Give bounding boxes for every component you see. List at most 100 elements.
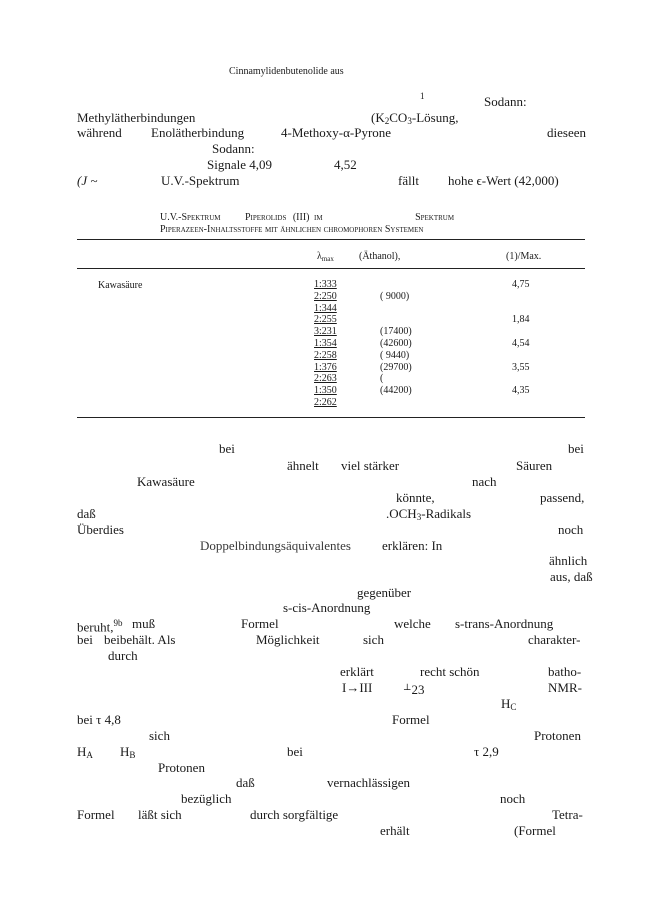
text-fragment: ⊥23 (403, 682, 425, 697)
epsilon-cell: ( (380, 373, 384, 385)
text-fragment: nach (472, 474, 497, 489)
text-fragment: durch sorgfältige (250, 807, 339, 822)
table-row-label: Kawasäure (98, 280, 143, 291)
text-fragment: Protonen (534, 728, 581, 743)
text-fragment: bezüglich (181, 791, 232, 806)
running-header: Cinnamylidenbutenolide aus (229, 66, 344, 77)
text-fragment: daß (236, 775, 255, 790)
text-fragment: hohe ϵ-Wert (42,000) (448, 173, 559, 188)
text-fragment: U.V.-Spektrum (161, 173, 240, 188)
ratio-cell: 1,84 (512, 314, 530, 326)
text-fragment: ähnlich (549, 553, 588, 568)
ratio-cell: 4,54 (512, 338, 530, 349)
lambda-cell: 2:255 (314, 314, 337, 326)
text-fragment: bei (219, 441, 235, 456)
text-fragment: welche (394, 616, 431, 631)
text-fragment: aus, daß (550, 569, 593, 584)
text-fragment: erhält (380, 823, 410, 838)
ratio-cell: 4,75 (512, 279, 530, 290)
text-fragment: ähnelt (287, 458, 319, 473)
text-fragment: läßt sich (138, 807, 182, 822)
text-fragment: Überdies (77, 522, 124, 537)
text-fragment: bei (568, 441, 584, 456)
col-header-lambda: λmax (317, 251, 334, 263)
text-fragment: Kawasäure (137, 474, 195, 489)
lambda-cell: 2:263 (314, 373, 337, 385)
formula-och3: .OCH3-Radikals (386, 506, 472, 522)
lambda-cell: 1:354 (314, 338, 337, 349)
text-fragment: bei (287, 744, 303, 759)
text-fragment: Sodann: (212, 141, 255, 156)
text-fragment: Formel (241, 616, 279, 631)
table-caption-line-2: Piperazeen-Inhaltsstoffe mit ähnlichen c… (160, 224, 424, 235)
text-fragment: Formel (392, 712, 430, 727)
text-fragment: noch (500, 791, 526, 806)
text-fragment: bei τ 4,8 (77, 712, 121, 727)
text-fragment: sich (363, 632, 384, 647)
lambda-cell: 2:258 (314, 349, 337, 361)
formula-k2co3: (K2CO3-Lösung, (371, 110, 459, 126)
table-bottom-rule (77, 417, 585, 418)
lambda-cell: 1:350 (314, 385, 337, 397)
text-fragment: 4-Methoxy-α-Pyrone (281, 125, 392, 140)
text-fragment: τ 2,9 (474, 744, 499, 759)
text-fragment: Methylätherbindungen (77, 110, 196, 125)
text-fragment: (J ~ (77, 173, 98, 188)
lambda-cell: 3:231 (314, 326, 337, 338)
col-header-ratio: (1)/Max. (506, 251, 542, 262)
text-fragment: Formel (77, 807, 115, 822)
lambda-cell: 2:250 (314, 290, 337, 302)
text-fragment: NMR- (548, 680, 582, 695)
text-fragment: könnte, (396, 490, 435, 505)
text-fragment: batho- (548, 664, 582, 679)
text-fragment: erklären: In (382, 538, 443, 553)
text-fragment: fällt (398, 173, 419, 188)
text-fragment: daß (77, 506, 96, 521)
text-fragment: beibehält. Als (104, 632, 176, 647)
text-fragment: beruht,9b (77, 618, 123, 635)
lambda-cell: 1:344 (314, 302, 337, 314)
text-fragment: Tetra- (552, 807, 583, 822)
epsilon-cell: (42600) (380, 338, 412, 349)
text-fragment: viel stärker (341, 458, 400, 473)
text-fragment: vernachlässigen (327, 775, 411, 790)
text-fragment: Möglichkeit (256, 632, 320, 647)
text-fragment: bei (77, 632, 93, 647)
ratio-cell: 3,55 (512, 361, 530, 373)
table-header-rule (77, 268, 585, 269)
text-fragment: Säuren (516, 458, 553, 473)
text-fragment: Enolätherbindung (151, 125, 245, 140)
table-top-rule (77, 239, 585, 240)
text-fragment: erklärt (340, 664, 374, 679)
text-fragment: Protonen (158, 760, 205, 775)
epsilon-cell: (29700) (380, 361, 412, 373)
text-fragment: Signale 4,09 (207, 157, 272, 172)
text-fragment: Sodann: (484, 94, 527, 109)
col-header-solvent: (Äthanol), (359, 251, 401, 262)
text-fragment: s-trans-Anordnung (455, 616, 554, 631)
text-fragment: I→III (342, 680, 373, 695)
lambda-cell: 2:262 (314, 397, 337, 408)
text-fragment: charakter- (528, 632, 581, 647)
text-fragment: HB (120, 744, 136, 760)
text-fragment: s-cis-Anordnung (283, 600, 371, 615)
text-fragment: muß (132, 616, 156, 631)
text-fragment: dieseen (547, 125, 586, 140)
text-fragment: HA (77, 744, 93, 760)
text-fragment: während (77, 125, 122, 140)
text-fragment: gegenüber (357, 585, 412, 600)
text-fragment: passend, (540, 490, 585, 505)
lambda-cell: 1:333 (314, 279, 337, 290)
text-fragment: durch (108, 648, 138, 663)
lambda-cell: 1:376 (314, 361, 337, 373)
table-caption: U.V.-Spektrum Piperolids (III) im Spektr… (160, 212, 455, 223)
text-fragment: sich (149, 728, 170, 743)
epsilon-cell: (17400) (380, 326, 412, 338)
footnote-mark: 1 (420, 91, 425, 101)
epsilon-cell: (44200) (380, 385, 412, 397)
text-fragment: 4,52 (334, 157, 357, 172)
ratio-cell: 4,35 (512, 385, 530, 397)
text-fragment: Doppelbindungsäquivalentes (200, 538, 351, 553)
text-fragment: HC (501, 696, 517, 712)
text-fragment: (Formel (514, 823, 556, 838)
